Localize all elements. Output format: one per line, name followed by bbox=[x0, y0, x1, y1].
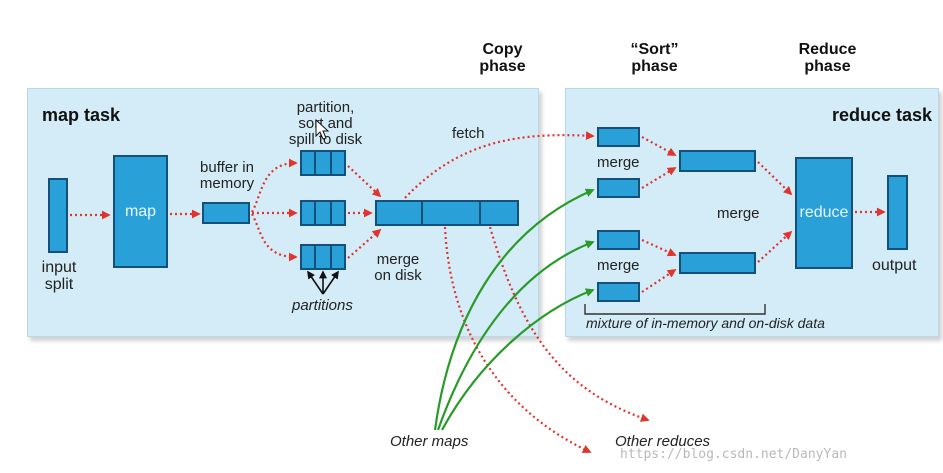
mixture-bracket bbox=[584, 304, 766, 315]
fetched-segment-box-1 bbox=[597, 127, 640, 147]
watermark: https://blog.csdn.net/DanyYan bbox=[620, 447, 847, 462]
merged-spill-file-box bbox=[375, 200, 519, 226]
spill-partition-box-1 bbox=[300, 150, 346, 176]
box-dividers bbox=[314, 151, 481, 269]
map-box: map bbox=[113, 155, 168, 268]
fetched-segment-box-4 bbox=[597, 282, 640, 302]
map-task-title: map task bbox=[42, 105, 121, 125]
merged-segment-box-bottom bbox=[679, 252, 756, 274]
merge-top-label: merge bbox=[597, 154, 640, 171]
input-split-box bbox=[48, 178, 68, 253]
merge-middle-label: merge bbox=[717, 205, 760, 222]
memory-buffer-box bbox=[202, 202, 250, 224]
fetched-segment-box-3 bbox=[597, 230, 640, 250]
reduce-task-title: reduce task bbox=[832, 105, 933, 125]
fetch-label: fetch bbox=[452, 125, 485, 142]
other-maps-arrows bbox=[433, 188, 595, 431]
partitions-label: partitions bbox=[292, 297, 353, 314]
output-label: output bbox=[872, 257, 917, 274]
output-box bbox=[887, 175, 908, 250]
reduce-box: reduce bbox=[795, 157, 853, 269]
data-flow-arrows bbox=[70, 131, 886, 454]
fetched-segment-box-2 bbox=[597, 178, 640, 198]
merge-bottom-label: merge bbox=[597, 257, 640, 274]
mixture-data-label: mixture of in-memory and on-disk data bbox=[586, 315, 825, 331]
sort-phase-label: “Sort”phase bbox=[630, 41, 679, 75]
mouse-cursor-icon bbox=[315, 118, 330, 140]
other-maps-label: Other maps bbox=[390, 433, 469, 450]
other-reduces-label: Other reduces bbox=[615, 433, 711, 450]
partitions-pointer-arrows bbox=[307, 270, 339, 295]
map-box-label: map bbox=[124, 202, 157, 220]
merged-segment-box-top bbox=[679, 150, 756, 172]
reduce-box-label: reduce bbox=[799, 204, 849, 221]
spill-partition-box-3 bbox=[300, 244, 346, 270]
spill-partition-box-2 bbox=[300, 200, 346, 226]
